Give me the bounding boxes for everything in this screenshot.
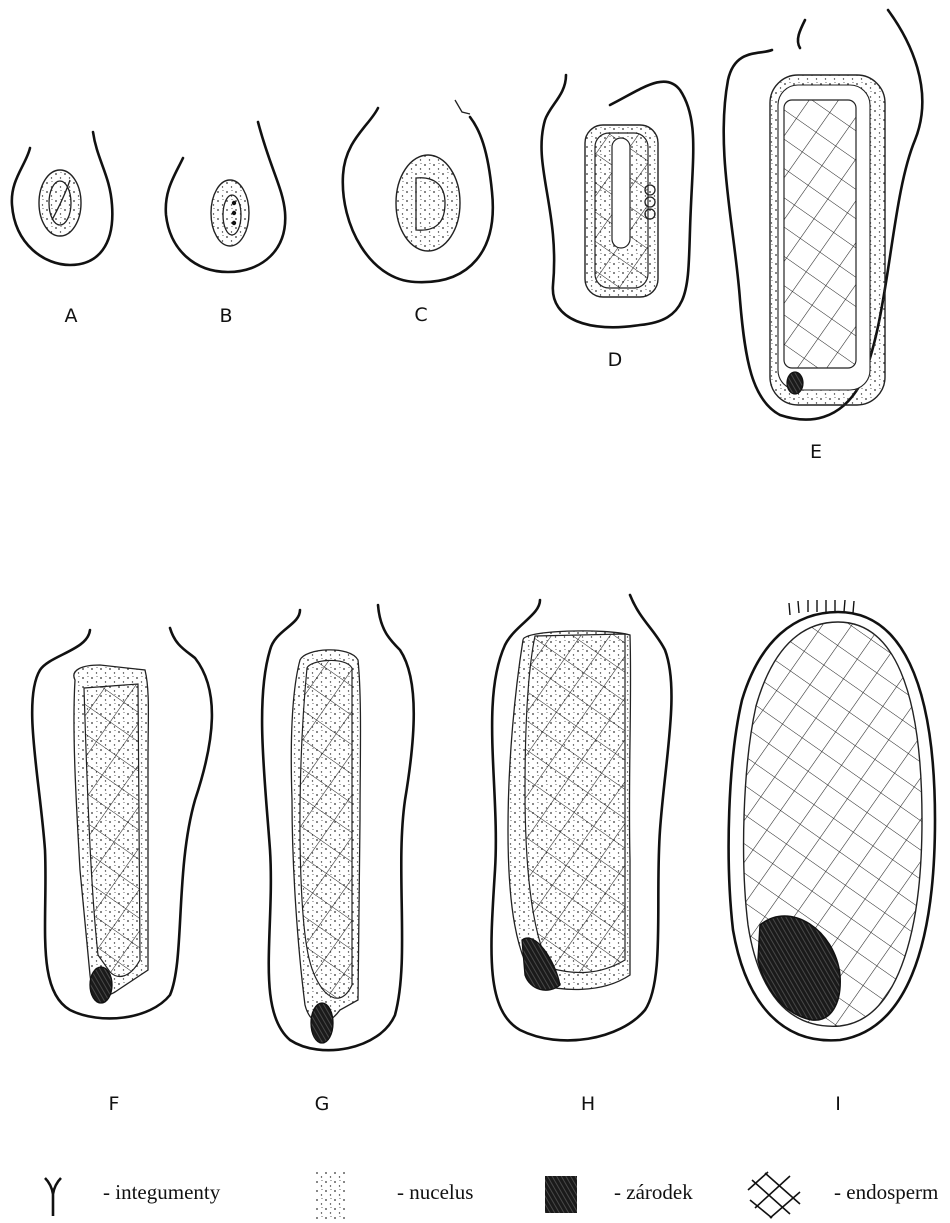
stage-b-drawing bbox=[166, 122, 285, 272]
stage-label-a: A bbox=[65, 305, 78, 327]
stage-label-e: E bbox=[810, 441, 822, 463]
endosperm-crosshatch-icon bbox=[748, 1172, 800, 1218]
stage-label-b: B bbox=[219, 305, 232, 327]
stage-label-i: I bbox=[835, 1093, 841, 1115]
stage-g-drawing bbox=[262, 605, 414, 1050]
stage-h-drawing bbox=[491, 595, 671, 1040]
stage-a-drawing bbox=[12, 132, 113, 265]
legend-text-integumenty: - integumenty bbox=[103, 1180, 221, 1204]
legend: - integumenty - nucelus - zárodek - endo… bbox=[45, 1172, 938, 1220]
stage-i-drawing bbox=[729, 600, 935, 1040]
legend-text-zarodek: - zárodek bbox=[614, 1180, 693, 1204]
stage-label-f: F bbox=[109, 1093, 120, 1115]
embryo-dark-icon bbox=[545, 1176, 577, 1213]
stage-c-drawing bbox=[343, 100, 493, 282]
stage-label-g: G bbox=[315, 1093, 330, 1115]
stage-e-drawing bbox=[724, 10, 923, 420]
stage-label-h: H bbox=[581, 1093, 595, 1115]
stage-label-d: D bbox=[608, 349, 623, 371]
stage-d-drawing bbox=[542, 75, 694, 327]
stage-label-c: C bbox=[414, 304, 427, 326]
legend-text-nucelus: - nucelus bbox=[397, 1180, 473, 1204]
stage-f-drawing bbox=[32, 628, 212, 1018]
nucellus-stipple-icon bbox=[316, 1172, 346, 1220]
integument-icon bbox=[45, 1178, 61, 1216]
legend-text-endosperm: - endosperm bbox=[834, 1180, 938, 1204]
